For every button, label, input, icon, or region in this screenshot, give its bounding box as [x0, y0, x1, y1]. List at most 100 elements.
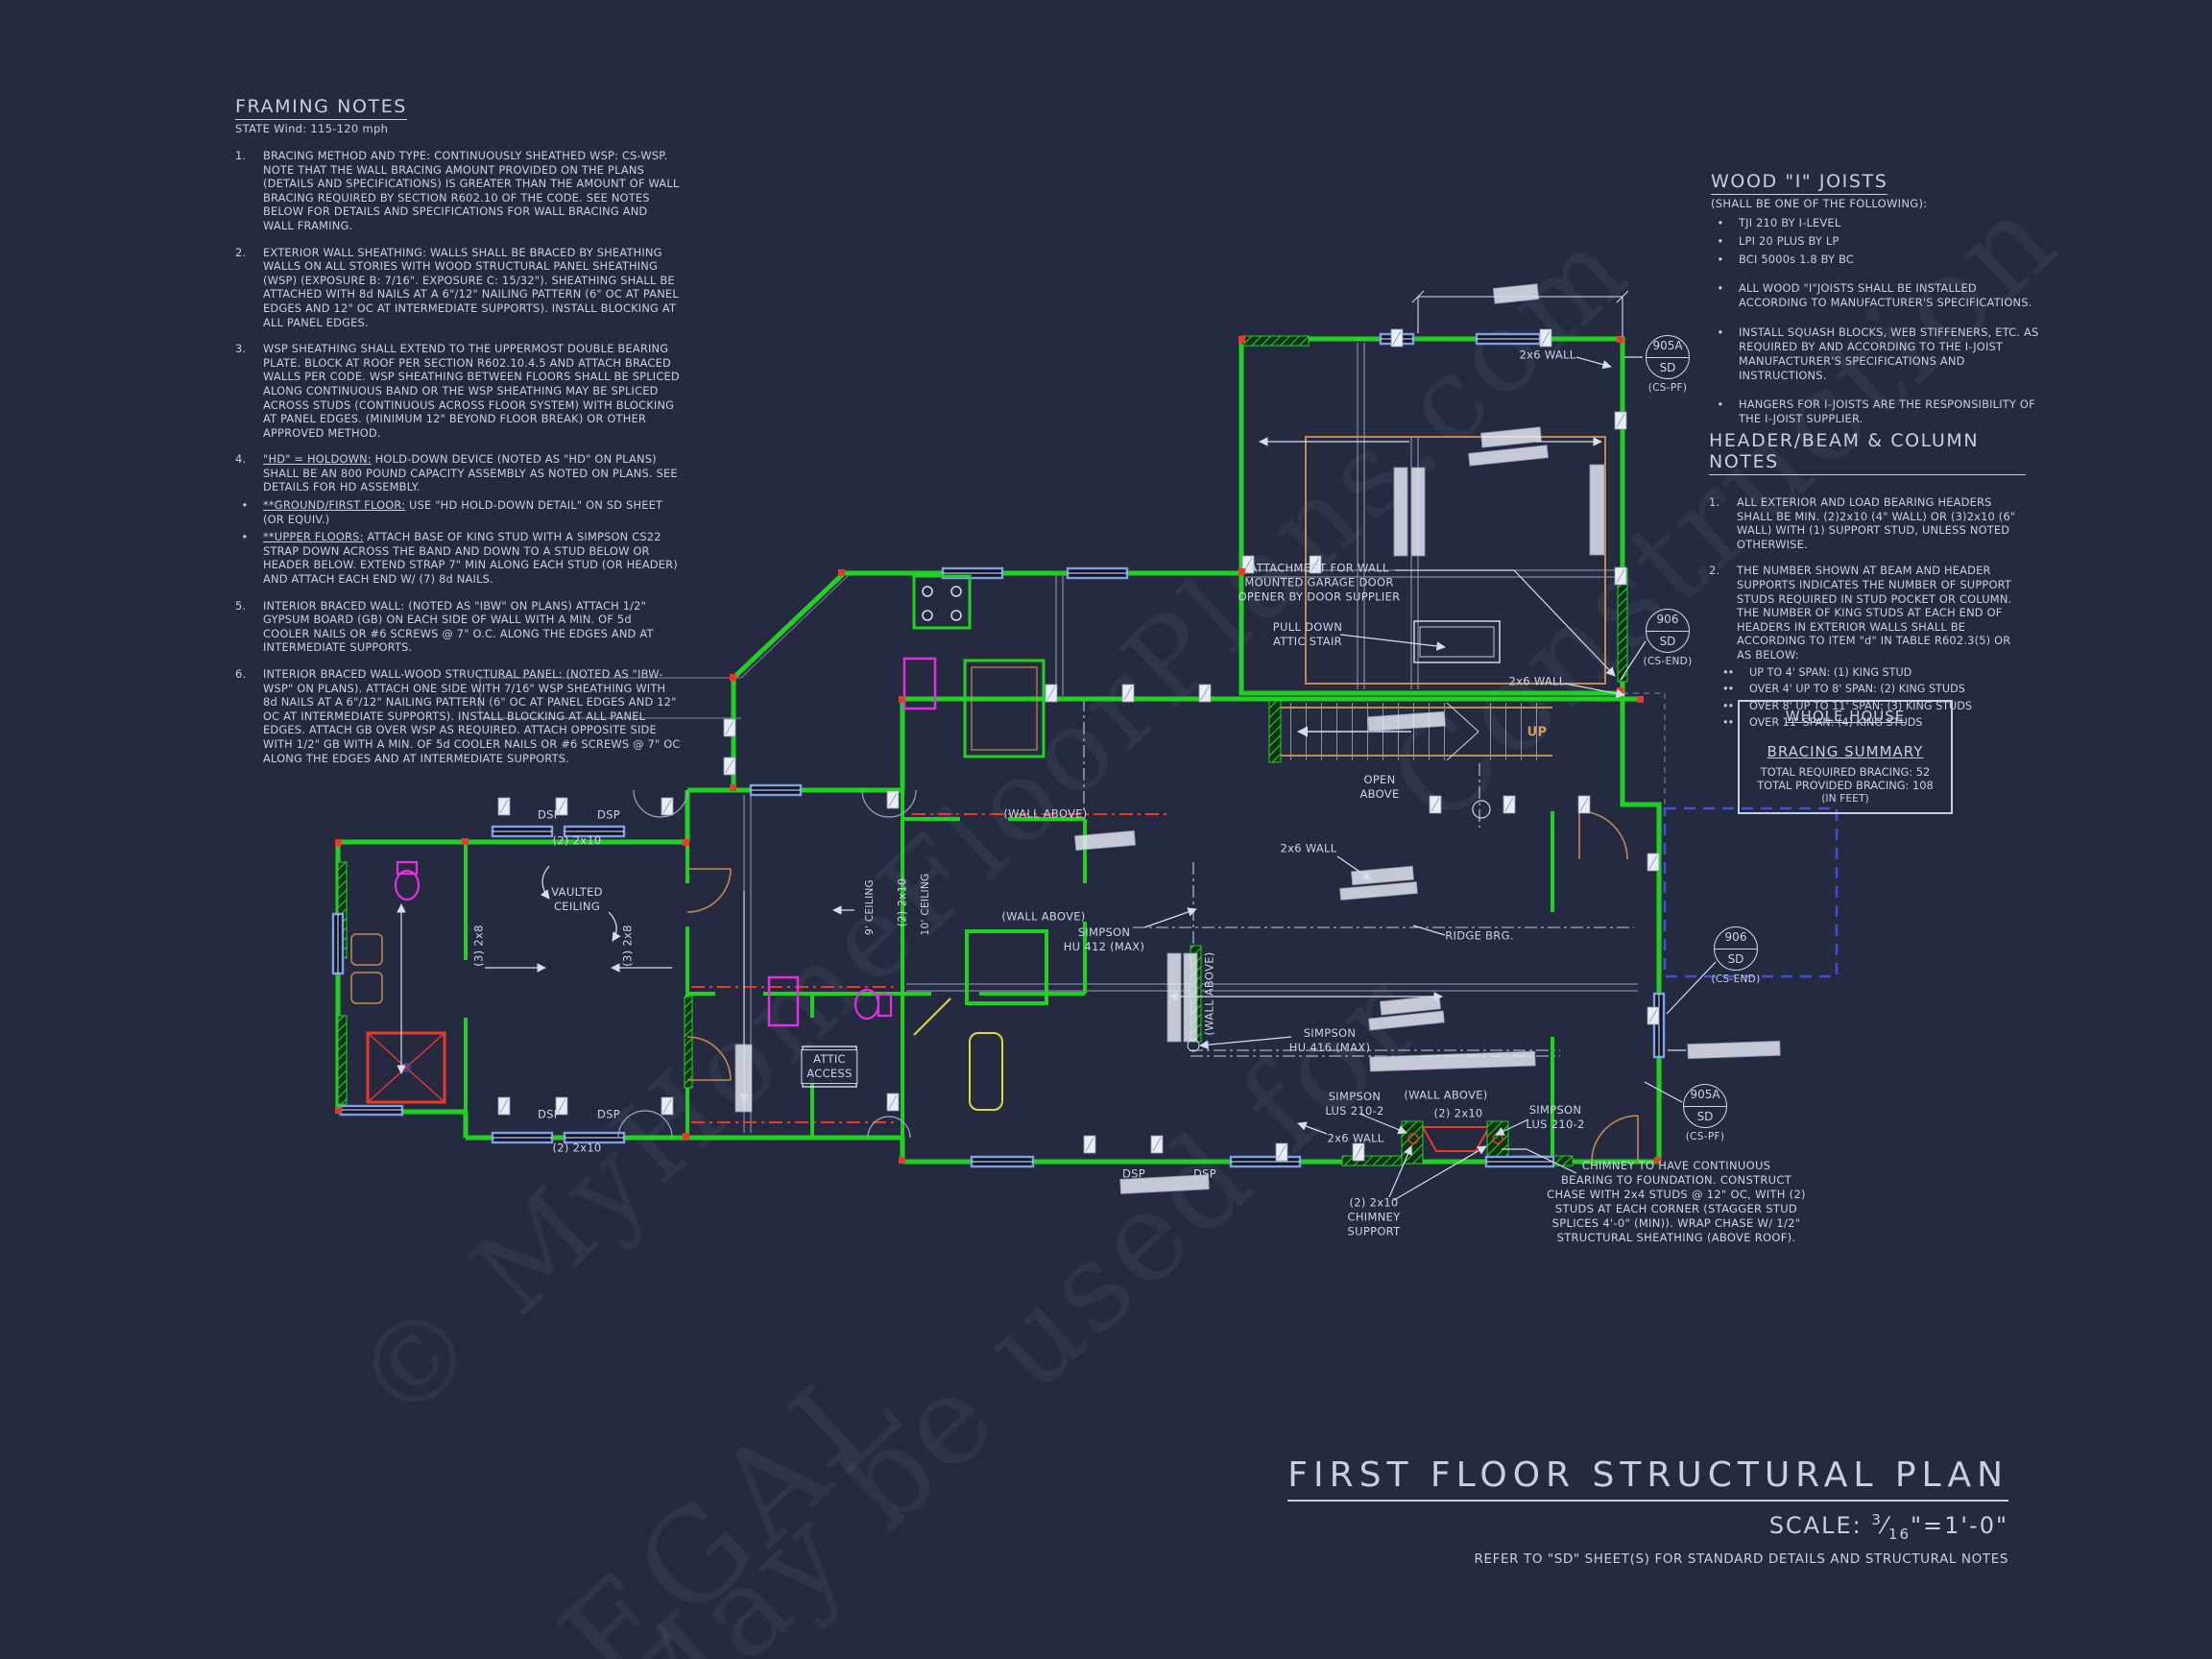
joist-bullet-3: •BCI 5000s 1.8 BY BC — [1717, 252, 1854, 266]
note-number: 2. — [235, 245, 247, 259]
scale-slash: ⁄ — [1882, 1512, 1888, 1539]
sheet-title: FIRST FLOOR STRUCTURAL PLAN — [1287, 1455, 2008, 1502]
note-text: BRACING METHOD AND TYPE: CONTINUOUSLY SH… — [263, 149, 680, 232]
king-stud-4: ••OVER 11' SPAN: (4) KING STUDS — [1722, 716, 1923, 730]
label-dsp-2: DSP — [597, 807, 620, 822]
callout-905a-bottom: 905A SD (CS-PF) — [1678, 1084, 1732, 1142]
faint-label-boxes — [734, 283, 1781, 1194]
scale-rest: "=1'-0" — [1911, 1512, 2008, 1539]
label-dsp-4: DSP — [597, 1107, 620, 1121]
bracing-title-2: BRACING SUMMARY — [1767, 743, 1924, 760]
label-simpson-hu412: SIMPSON HU 412 (MAX) — [1063, 926, 1145, 953]
door-arcs — [617, 789, 1639, 1163]
label-vaulted-ceiling: VAULTED CEILING — [551, 885, 603, 913]
framing-note-4: 4. "HD" = HOLDOWN: HOLD-DOWN DEVICE (NOT… — [235, 452, 682, 494]
king-stud-2: ••OVER 4' UP TO 8' SPAN: (2) KING STUDS — [1722, 683, 1965, 696]
callout-code: 906 — [1715, 927, 1757, 950]
callout-circle: 906 SD — [1646, 609, 1690, 653]
dimension-line — [1411, 290, 1629, 337]
callout-code: 906 — [1647, 610, 1689, 632]
callout-tag: (CS-PF) — [1647, 382, 1688, 394]
label-dsp-5: DSP — [1122, 1166, 1145, 1181]
porch-outline — [479, 572, 1666, 808]
bracing-unit: (IN FEET) — [1821, 792, 1869, 805]
note-number: 5. — [235, 598, 247, 613]
note-number: 3. — [235, 342, 247, 356]
scale-numerator: 3 — [1871, 1511, 1883, 1528]
label-open-above: OPEN ABOVE — [1359, 773, 1400, 801]
wood-i-joists-subtitle: (SHALL BE ONE OF THE FOLLOWING): — [1711, 197, 1928, 210]
label-2x6-wall-b: 2x6 WALL — [1508, 674, 1566, 688]
label-attic-access: ATTIC ACCESS — [801, 1049, 858, 1084]
label-dsp-3: DSP — [538, 1107, 561, 1121]
label-dsp-1: DSP — [538, 807, 561, 822]
callout-sheet: SD — [1727, 951, 1744, 966]
note-number: 2. — [1709, 564, 1720, 578]
joist-bullet-5: •INSTALL SQUASH BLOCKS, WEB STIFFENERS, … — [1717, 325, 2039, 382]
bullet-marker: • — [241, 498, 249, 513]
leader-lines — [832, 356, 1717, 1201]
framing-note-1: 1. BRACING METHOD AND TYPE: CONTINUOUSLY… — [235, 149, 682, 233]
header-note-1: 1. ALL EXTERIOR AND LOAD BEARING HEADERS… — [1709, 495, 2026, 551]
king-stud-3: ••OVER 8' UP TO 11' SPAN: (3) KING STUDS — [1722, 699, 1972, 712]
callout-circle: 905A SD — [1646, 335, 1690, 379]
callout-circle: 906 SD — [1714, 926, 1758, 971]
note-number: 1. — [1709, 495, 1720, 509]
joist-bullet-2: •LPI 20 PLUS BY LP — [1717, 233, 1839, 248]
note-text: INTERIOR BRACED WALL: (NOTED AS "IBW" ON… — [263, 598, 654, 655]
label-attachment-note: ATTACHMENT FOR WALL MOUNTED GARAGE DOOR … — [1238, 561, 1401, 604]
callout-tag: (CS-PF) — [1685, 1131, 1725, 1142]
framing-note-4-bullet-1: • **GROUND/FIRST FLOOR: USE "HD HOLD-DOW… — [235, 498, 682, 526]
label-2-2x10-top: (2) 2x10 — [552, 833, 602, 848]
shower — [366, 1031, 446, 1104]
callout-sheet: SD — [1659, 360, 1676, 374]
label-2-2x10-bottom: (2) 2x10 — [552, 1141, 602, 1155]
note-text: WSP SHEATHING SHALL EXTEND TO THE UPPERM… — [263, 342, 680, 440]
framing-note-2: 2. EXTERIOR WALL SHEATHING: WALLS SHALL … — [235, 246, 682, 330]
cabinet — [350, 972, 383, 1004]
wood-i-joists-notes: WOOD "I" JOISTS (SHALL BE ONE OF THE FOL… — [1711, 171, 2042, 430]
note-text: ALL EXTERIOR AND LOAD BEARING HEADERS SH… — [1737, 495, 2016, 551]
title-block: FIRST FLOOR STRUCTURAL PLAN SCALE: 3⁄16"… — [1287, 1455, 2008, 1567]
note-text: **GROUND/FIRST FLOOR: USE "HD HOLD-DOWN … — [263, 498, 663, 526]
label-2x10-chimney-header: (2) 2x10 — [1433, 1106, 1483, 1120]
framing-note-3: 3. WSP SHEATHING SHALL EXTEND TO THE UPP… — [235, 342, 682, 440]
header-note-2: 2. THE NUMBER SHOWN AT BEAM AND HEADER S… — [1709, 564, 2026, 661]
callout-tag: (CS-END) — [1711, 974, 1761, 985]
header-beam-notes: HEADER/BEAM & COLUMN NOTES 1. ALL EXTERI… — [1709, 430, 2026, 733]
sheet-refer-note: REFER TO "SD" SHEET(S) FOR STANDARD DETA… — [1474, 1551, 2008, 1567]
island — [963, 659, 1046, 758]
label-simpson-hu416: SIMPSON HU 416 (MAX) — [1288, 1026, 1371, 1054]
label-simpson-lus-a: SIMPSON LUS 210-2 — [1325, 1090, 1384, 1118]
bracing-summary-box: WHOLE HOUSE BRACING SUMMARY TOTAL REQUIR… — [1738, 700, 1953, 814]
label-2x6-wall-c: 2x6 WALL — [1280, 841, 1337, 855]
stairs — [1281, 702, 1552, 819]
note-text: INTERIOR BRACED WALL-WOOD STRUCTURAL PAN… — [263, 667, 681, 765]
stove — [912, 574, 972, 630]
porch-dashed-outline — [1663, 806, 1839, 978]
joist-bullet-6: •HANGERS FOR I-JOISTS ARE THE RESPONSIBI… — [1717, 397, 2035, 426]
framing-notes-title: FRAMING NOTES — [235, 96, 407, 120]
label-9ft-ceiling: 9' CEILING — [864, 879, 877, 935]
note-text: "HD" = HOLDOWN: HOLD-DOWN DEVICE (NOTED … — [263, 452, 678, 494]
label-3-2x8-a: (3) 2x8 — [471, 925, 486, 967]
note-text: THE NUMBER SHOWN AT BEAM AND HEADER SUPP… — [1737, 564, 2012, 661]
king-stud-1: ••UP TO 4' SPAN: (1) KING STUD — [1722, 665, 1912, 679]
note-number: 6. — [235, 667, 247, 681]
note-number: 1. — [235, 149, 247, 162]
callout-circle: 905A SD — [1683, 1084, 1727, 1128]
callout-code: 905A — [1684, 1085, 1726, 1107]
label-wall-above-a: (WALL ABOVE) — [1003, 806, 1088, 821]
kitchen-sink — [902, 657, 937, 710]
tub — [969, 1032, 1003, 1111]
bullet-marker: • — [241, 530, 249, 544]
callout-code: 905A — [1647, 336, 1689, 358]
framing-note-5: 5. INTERIOR BRACED WALL: (NOTED AS "IBW"… — [235, 599, 682, 655]
callout-906-right: 906 SD (CS-END) — [1709, 926, 1763, 985]
bracing-title-1: WHOLE HOUSE — [1785, 708, 1906, 725]
callout-sheet: SD — [1659, 634, 1676, 648]
label-2x6-wall-a: 2x6 WALL — [1519, 348, 1576, 362]
callout-905a-top: 905A SD (CS-PF) — [1641, 335, 1695, 394]
